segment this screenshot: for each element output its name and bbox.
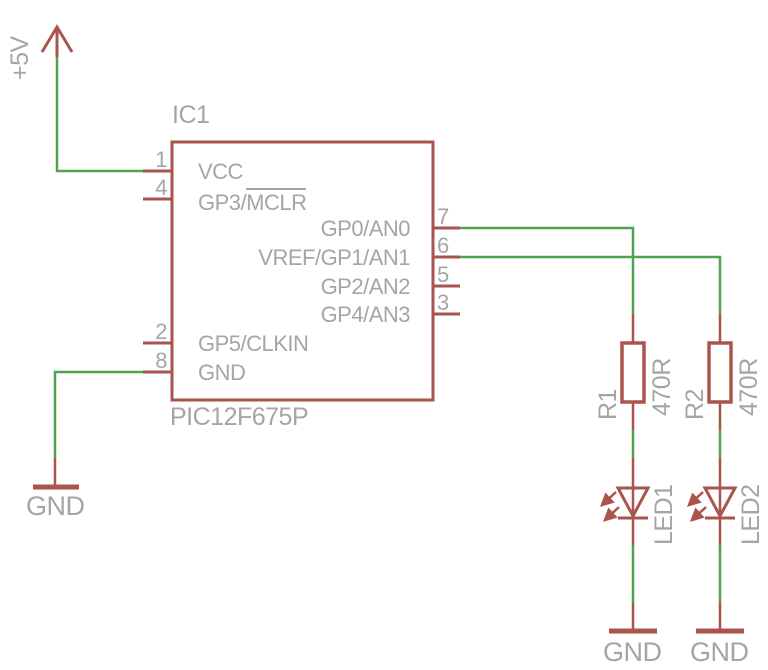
resistor-r1-value: 470R [648,358,676,416]
ic-body [170,140,435,402]
vcc-label: +5V [6,36,34,80]
wire-pin7-to-r1 [460,226,635,314]
pin-label-gp3-mclr: GP3/MCLR [198,188,307,215]
led2-light-arrow [686,491,704,507]
pin-label-vcc: VCC [198,159,243,184]
wire-pin6-to-r2 [460,255,722,314]
resistor-r1-body [620,341,646,404]
pin1-number: 1 [155,147,167,172]
pin6-number: 6 [437,233,449,258]
net-wires [53,57,722,603]
pin5-number: 5 [437,262,449,287]
led1-symbol [599,486,651,522]
pin-label-vref-gp1-an1: VREF/GP1/AN1 [258,245,410,270]
pin-label-gp2-an2: GP2/AN2 [320,274,411,299]
pin2-number: 2 [155,319,167,344]
pin-label-gp4-an3: GP4/AN3 [320,302,411,327]
pin-stubs [53,169,722,631]
resistor-r2-designator: R2 [681,389,709,420]
gnd-label-led2: GND [690,637,749,667]
resistor-r1-designator: R1 [594,389,622,420]
ic-designator: IC1 [172,101,210,129]
pin-label-gnd: GND [198,360,246,385]
pin4-number: 4 [155,175,167,200]
resistor-r2-body [707,341,733,404]
vcc-arrow-symbol [40,24,74,57]
resistor-r2-value: 470R [735,358,763,416]
pin7-number: 7 [437,204,449,229]
pin-label-gp5-clkin: GP5/CLKIN [198,331,309,356]
pin3-number: 3 [437,290,449,315]
led1-designator: LED1 [650,484,678,545]
pin-label-gp0-an0: GP0/AN0 [320,216,411,241]
pin8-number: 8 [155,348,167,373]
wire-pin8-to-gnd [53,370,143,458]
led2-designator: LED2 [737,484,765,545]
gnd-label-led1: GND [603,637,662,667]
led2-symbol [686,486,738,522]
wire-vcc-to-pin1 [55,57,143,173]
ic-part-number: PIC12F675P [170,403,309,431]
led1-light-arrow [599,491,617,507]
led2-light-arrow [689,506,707,522]
gnd-label-left: GND [26,491,85,521]
led1-light-arrow [602,506,620,522]
